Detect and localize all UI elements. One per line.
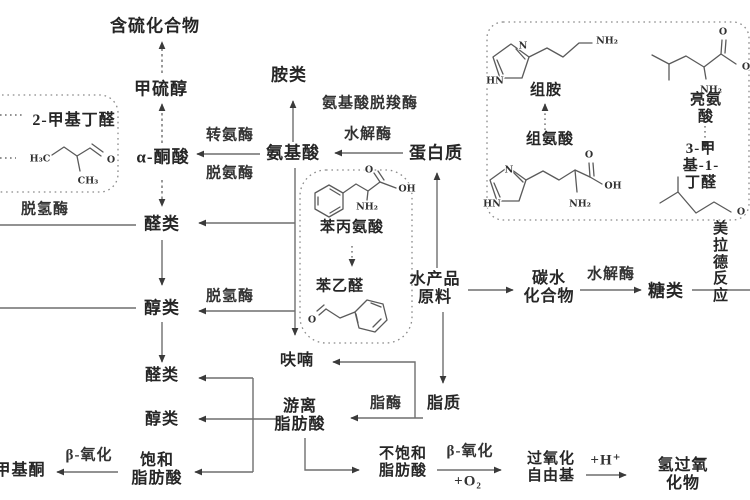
node-histamine: 组胺 — [529, 82, 563, 99]
bond-chain — [528, 42, 593, 58]
ring-double-bonds — [355, 302, 382, 328]
structure-phenylalanine: O OH NH₂ — [314, 163, 417, 218]
node-carbohydrate: 碳水 化合物 — [523, 270, 575, 305]
bond-chain — [651, 53, 737, 68]
node-2-methylbutanal: 2-甲基丁醛 — [32, 112, 116, 130]
arrow-freefa-to-unsaturatedfa — [304, 438, 360, 474]
structure-leucine: O O NH₂ — [651, 25, 750, 97]
label-lipase: 脂酶 — [369, 395, 403, 412]
atom-hn: HN — [486, 76, 504, 87]
atom-n: N — [519, 41, 528, 52]
atom-n: N — [505, 165, 514, 176]
structure-3-methylbutanal: O — [659, 176, 746, 219]
label-dehydrogenase-b: 脱氢酶 — [205, 288, 255, 305]
box-phenylalanine — [299, 169, 413, 344]
node-methyl-ketone: 甲基酮 — [0, 462, 46, 480]
bond-methyl — [76, 155, 81, 172]
ring-double-bonds — [493, 171, 524, 198]
node-unsaturated-fatty-acid: 不饱和 脂肪酸 — [378, 446, 428, 479]
node-amines: 胺类 — [271, 65, 307, 85]
label-hydrolase-protein: 水解酶 — [343, 126, 393, 143]
bond-chain — [51, 146, 102, 157]
box-histidine-leucine — [486, 21, 750, 221]
label-dehydrogenase-a: 脱氢酶 — [20, 201, 70, 218]
benzene-ring — [354, 299, 388, 333]
bond-oh — [589, 176, 603, 185]
bond-oh — [379, 181, 397, 189]
imidazole-ring — [489, 166, 527, 202]
node-phenylalanine: 苯丙氨酸 — [319, 219, 385, 236]
node-amino-acid: 氨基酸 — [266, 143, 320, 163]
node-peroxide-radical: 过氧化 自由基 — [526, 451, 576, 484]
atom-nh2: NH₂ — [596, 36, 618, 47]
atom-nh2: NH₂ — [700, 85, 722, 96]
label-amino-acid-decarboxylase: 氨基酸脱羧酶 — [321, 95, 419, 112]
atom-o-end: O — [742, 62, 750, 73]
bond-chain — [342, 181, 381, 194]
node-saturated-fatty-acid: 饱和 脂肪酸 — [131, 452, 183, 487]
label-beta-oxidation-a: β-氧化 — [65, 447, 113, 464]
arrow-branch-to-furan — [332, 358, 416, 418]
atom-oh: OH — [604, 181, 621, 192]
node-sugars: 糖类 — [648, 281, 684, 301]
node-aquatic-raw-material: 水产品 原料 — [409, 271, 461, 306]
node-leucine: 亮氨酸 — [689, 92, 722, 125]
box-methylbutanal — [0, 94, 119, 193]
ring-double-bonds — [496, 48, 526, 75]
label-hydrolase-sugar: 水解酶 — [586, 266, 636, 283]
label-plus-o2: +O₂ — [454, 473, 482, 490]
bond-double-o — [316, 304, 327, 316]
bond-nh2 — [574, 169, 578, 193]
node-aldehydes-a: 醛类 — [144, 214, 180, 234]
atom-nh2: NH₂ — [356, 202, 378, 213]
bond-double-o — [720, 39, 727, 55]
atom-ch3: CH₃ — [78, 176, 99, 187]
label-beta-oxidation-b: β-氧化 — [446, 443, 494, 460]
bond-nh2 — [366, 190, 369, 201]
bond-nh2 — [703, 66, 707, 80]
structure-phenylacetaldehyde: O — [307, 299, 388, 333]
atom-oh: OH — [398, 184, 415, 195]
node-phenylacetaldehyde: 苯乙醛 — [315, 278, 365, 295]
bond-chain — [325, 308, 356, 319]
bond-double-o — [373, 170, 385, 183]
node-hydroperoxide: 氢过氧化物 — [657, 457, 709, 492]
node-methanethiol: 甲硫醇 — [134, 79, 188, 99]
ring-double-bonds — [317, 188, 341, 214]
atom-o: O — [365, 165, 373, 176]
bond-double-o — [588, 162, 595, 178]
structure-histamine: N HN NH₂ — [485, 34, 619, 88]
node-alcohols-a: 醇类 — [144, 298, 180, 318]
node-lipids: 脂质 — [426, 395, 462, 413]
structure-2-methylbutanal: H₃C CH₃ O — [28, 143, 116, 188]
atom-h3c: H₃C — [30, 154, 51, 165]
label-transaminase: 转氨酶 — [205, 127, 255, 144]
atom-o: O — [107, 155, 115, 166]
node-furan: 呋喃 — [279, 352, 315, 370]
node-maillard-reaction: 美拉德 反应 — [712, 221, 729, 305]
bond-chain — [525, 169, 591, 181]
structure-histidine: N HN O OH NH₂ — [482, 148, 623, 211]
atom-nh2: NH₂ — [569, 199, 591, 210]
node-sulfur-compounds: 含硫化合物 — [110, 16, 200, 36]
atom-o: O — [585, 150, 593, 161]
node-aldehydes-b: 醛类 — [144, 367, 180, 385]
bond-double-o — [91, 143, 104, 153]
node-histidine: 组氨酸 — [525, 131, 575, 148]
atom-o: O — [737, 207, 745, 218]
node-protein: 蛋白质 — [409, 143, 463, 163]
node-alcohols-b: 醇类 — [144, 411, 180, 429]
atom-o: O — [719, 27, 727, 38]
node-free-fatty-acid: 游离 脂肪酸 — [274, 398, 326, 433]
atom-hn: HN — [483, 199, 501, 210]
atom-o: O — [308, 315, 316, 326]
imidazole-ring — [492, 43, 530, 79]
node-3-methyl-1-butanal: 3-甲基-1-丁醛 — [682, 140, 720, 191]
bond-chain — [659, 191, 732, 214]
node-alpha-keto-acid: α-酮酸 — [136, 147, 190, 167]
label-plus-h: +H⁺ — [590, 452, 622, 469]
label-deaminase: 脱氨酶 — [205, 165, 255, 182]
benzene-ring — [314, 184, 344, 218]
